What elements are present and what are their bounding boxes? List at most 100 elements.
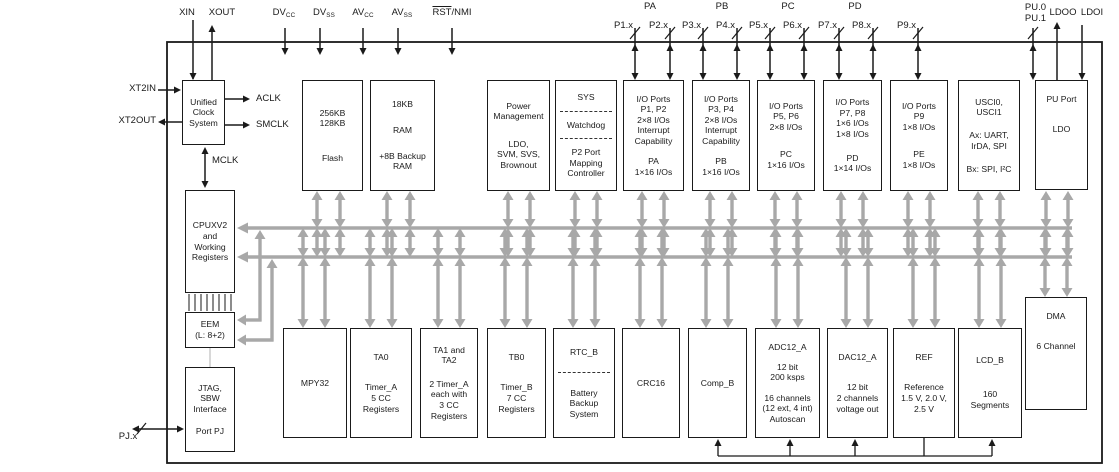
pin-label-p4x: P4.x <box>715 20 735 31</box>
block-text: MPY32 <box>300 377 330 388</box>
port-group-label-pc: PC <box>781 1 795 12</box>
block-text: Flash <box>321 152 343 163</box>
pin-label-p8x: P8.x <box>851 20 871 31</box>
block-crc16: CRC16 <box>622 328 680 438</box>
block-text: 256KB 128KB <box>319 107 346 129</box>
signal-label-mclk: MCLK <box>212 155 239 166</box>
label-text: DV <box>312 7 327 18</box>
port-group-label-pb: PB <box>715 1 729 12</box>
block-text: I/O Ports P3, P4 2×8 I/Os Interrupt Capa… <box>702 93 740 146</box>
pin-label-p6x: P6.x <box>782 20 802 31</box>
block-text: PU Port <box>1046 94 1077 104</box>
block-text: TA1 and TA2 <box>433 344 465 366</box>
block-text: Reference 1.5 V, 2.0 V, 2.5 V <box>901 382 947 414</box>
block-text: LDO, SVM, SVS, Brownout <box>497 138 540 170</box>
block-text: LCD_B <box>976 355 1004 366</box>
block-mpy32: MPY32 <box>283 328 347 438</box>
block-text: USCI0, USCI1 <box>975 96 1003 118</box>
block-text: ADC12_A <box>768 341 807 352</box>
pin-label-p1x: P1.x <box>613 20 633 31</box>
block-text: RTC_B <box>569 346 599 357</box>
block-text: Timer_B 7 CC Registers <box>498 382 535 414</box>
block-text: Bx: SPI, I²C <box>966 163 1012 174</box>
block-text: PD 1×14 I/Os <box>833 152 872 174</box>
pin-label-rstnmi: RST/NMI <box>432 7 472 19</box>
pin-label-p7x: P7.x <box>817 20 837 31</box>
block-text: Power Management <box>493 100 544 122</box>
block-text: 6 Channel <box>1036 340 1076 351</box>
block-io-ports-p7-p8: I/O Ports P7, P8 1×6 I/Os 1×8 I/Os PD 1×1… <box>823 80 882 191</box>
pin-label-p3x: P3.x <box>681 20 701 31</box>
block-text: Port PJ <box>195 425 225 436</box>
pin-subscript: SS <box>403 12 413 19</box>
block-cpu-working-registers: CPUXV2 and Working Registers <box>185 190 235 293</box>
block-text: Ax: UART, IrDA, SPI <box>969 130 1009 151</box>
block-text: CRC16 <box>636 377 666 388</box>
label-text: DV <box>272 7 286 18</box>
block-io-ports-p3-p4: I/O Ports P3, P4 2×8 I/Os Interrupt Capa… <box>692 80 750 191</box>
label-text: /NMI <box>451 7 472 18</box>
block-text: I/O Ports P5, P6 2×8 I/Os <box>769 100 803 132</box>
pin-label-dvcc: DVCC <box>272 7 296 22</box>
block-text: PE 1×8 I/Os <box>902 149 936 170</box>
block-text: Timer_A 5 CC Registers <box>362 382 400 414</box>
block-text: P2 Port Mapping Controller <box>567 147 605 179</box>
port-group-label-pa: PA <box>644 1 656 12</box>
pin-label-xout: XOUT <box>209 7 235 19</box>
dashed-divider <box>557 371 611 373</box>
pin-label-p5x: P5.x <box>748 20 768 31</box>
block-text: DMA <box>1046 311 1066 321</box>
block-lcd-b: LCD_B 160 Segments <box>958 328 1022 438</box>
pin-subscript: SS <box>326 12 336 19</box>
port-group-label-pd: PD <box>848 1 862 12</box>
signal-label-smclk: SMCLK <box>256 118 289 130</box>
pin-label-xt2in: XT2IN <box>129 83 156 94</box>
block-text: PB 1×16 I/Os <box>702 156 740 177</box>
block-dma: DMA 6 Channel <box>1025 297 1087 410</box>
block-text: 12 bit 2 channels voltage out <box>836 382 879 414</box>
pin-label-pjx: PJ.x <box>118 431 138 442</box>
block-text: SYS <box>577 92 595 102</box>
block-text: I/O Ports P1, P2 2×8 I/Os Interrupt Capa… <box>634 93 673 146</box>
block-text: EEM (L: 8+2) <box>195 319 225 340</box>
pin-label-p2x: P2.x <box>648 20 668 31</box>
block-text: 2 Timer_A each with 3 CC Registers <box>429 378 469 421</box>
label-text: AV <box>391 7 404 18</box>
block-unified-clock-system: Unified Clock System <box>182 80 225 145</box>
block-text: DAC12_A <box>838 351 877 362</box>
pin-label-xt2out: XT2OUT <box>118 115 156 126</box>
block-text: 12 bit 200 ksps <box>770 361 805 383</box>
block-text: I/O Ports P7, P8 1×6 I/Os 1×8 I/Os <box>835 97 870 139</box>
label-text: PU.0 <box>1024 2 1046 13</box>
pin-label-avcc: AVCC <box>352 7 374 22</box>
block-text: Comp_B <box>700 377 735 388</box>
block-sys-watchdog-portmap: SYS Watchdog P2 Port Mapping Controller <box>555 80 617 191</box>
block-text: 160 Segments <box>970 389 1010 410</box>
block-comp-b: Comp_B <box>688 328 747 438</box>
block-text: Watchdog <box>566 119 606 130</box>
block-text: Battery Backup System <box>569 387 599 419</box>
label-text: XIN <box>179 7 195 18</box>
label-text: AV <box>352 7 365 18</box>
block-io-ports-p9: I/O Ports P9 1×8 I/Os PE 1×8 I/Os <box>890 80 948 191</box>
block-text: RAM <box>392 124 413 135</box>
label-text: PU.1 <box>1024 12 1046 24</box>
block-adc12-a: ADC12_A 12 bit 200 ksps 16 channels (12 ex… <box>755 328 820 438</box>
pin-label-ldoo: LDOO <box>1049 7 1077 18</box>
pin-label-avss: AVSS <box>391 7 413 22</box>
block-text: I/O Ports P9 1×8 I/Os <box>902 100 936 132</box>
block-text: 16 channels (12 ext, 4 int) Autoscan <box>762 392 813 424</box>
block-rtc-b: RTC_B Battery Backup System <box>553 328 615 438</box>
block-text: TB0 <box>508 351 525 362</box>
block-text: Unified Clock System <box>189 96 218 128</box>
block-text: PA 1×16 I/Os <box>634 156 673 177</box>
pin-subscript: CC <box>364 12 374 19</box>
